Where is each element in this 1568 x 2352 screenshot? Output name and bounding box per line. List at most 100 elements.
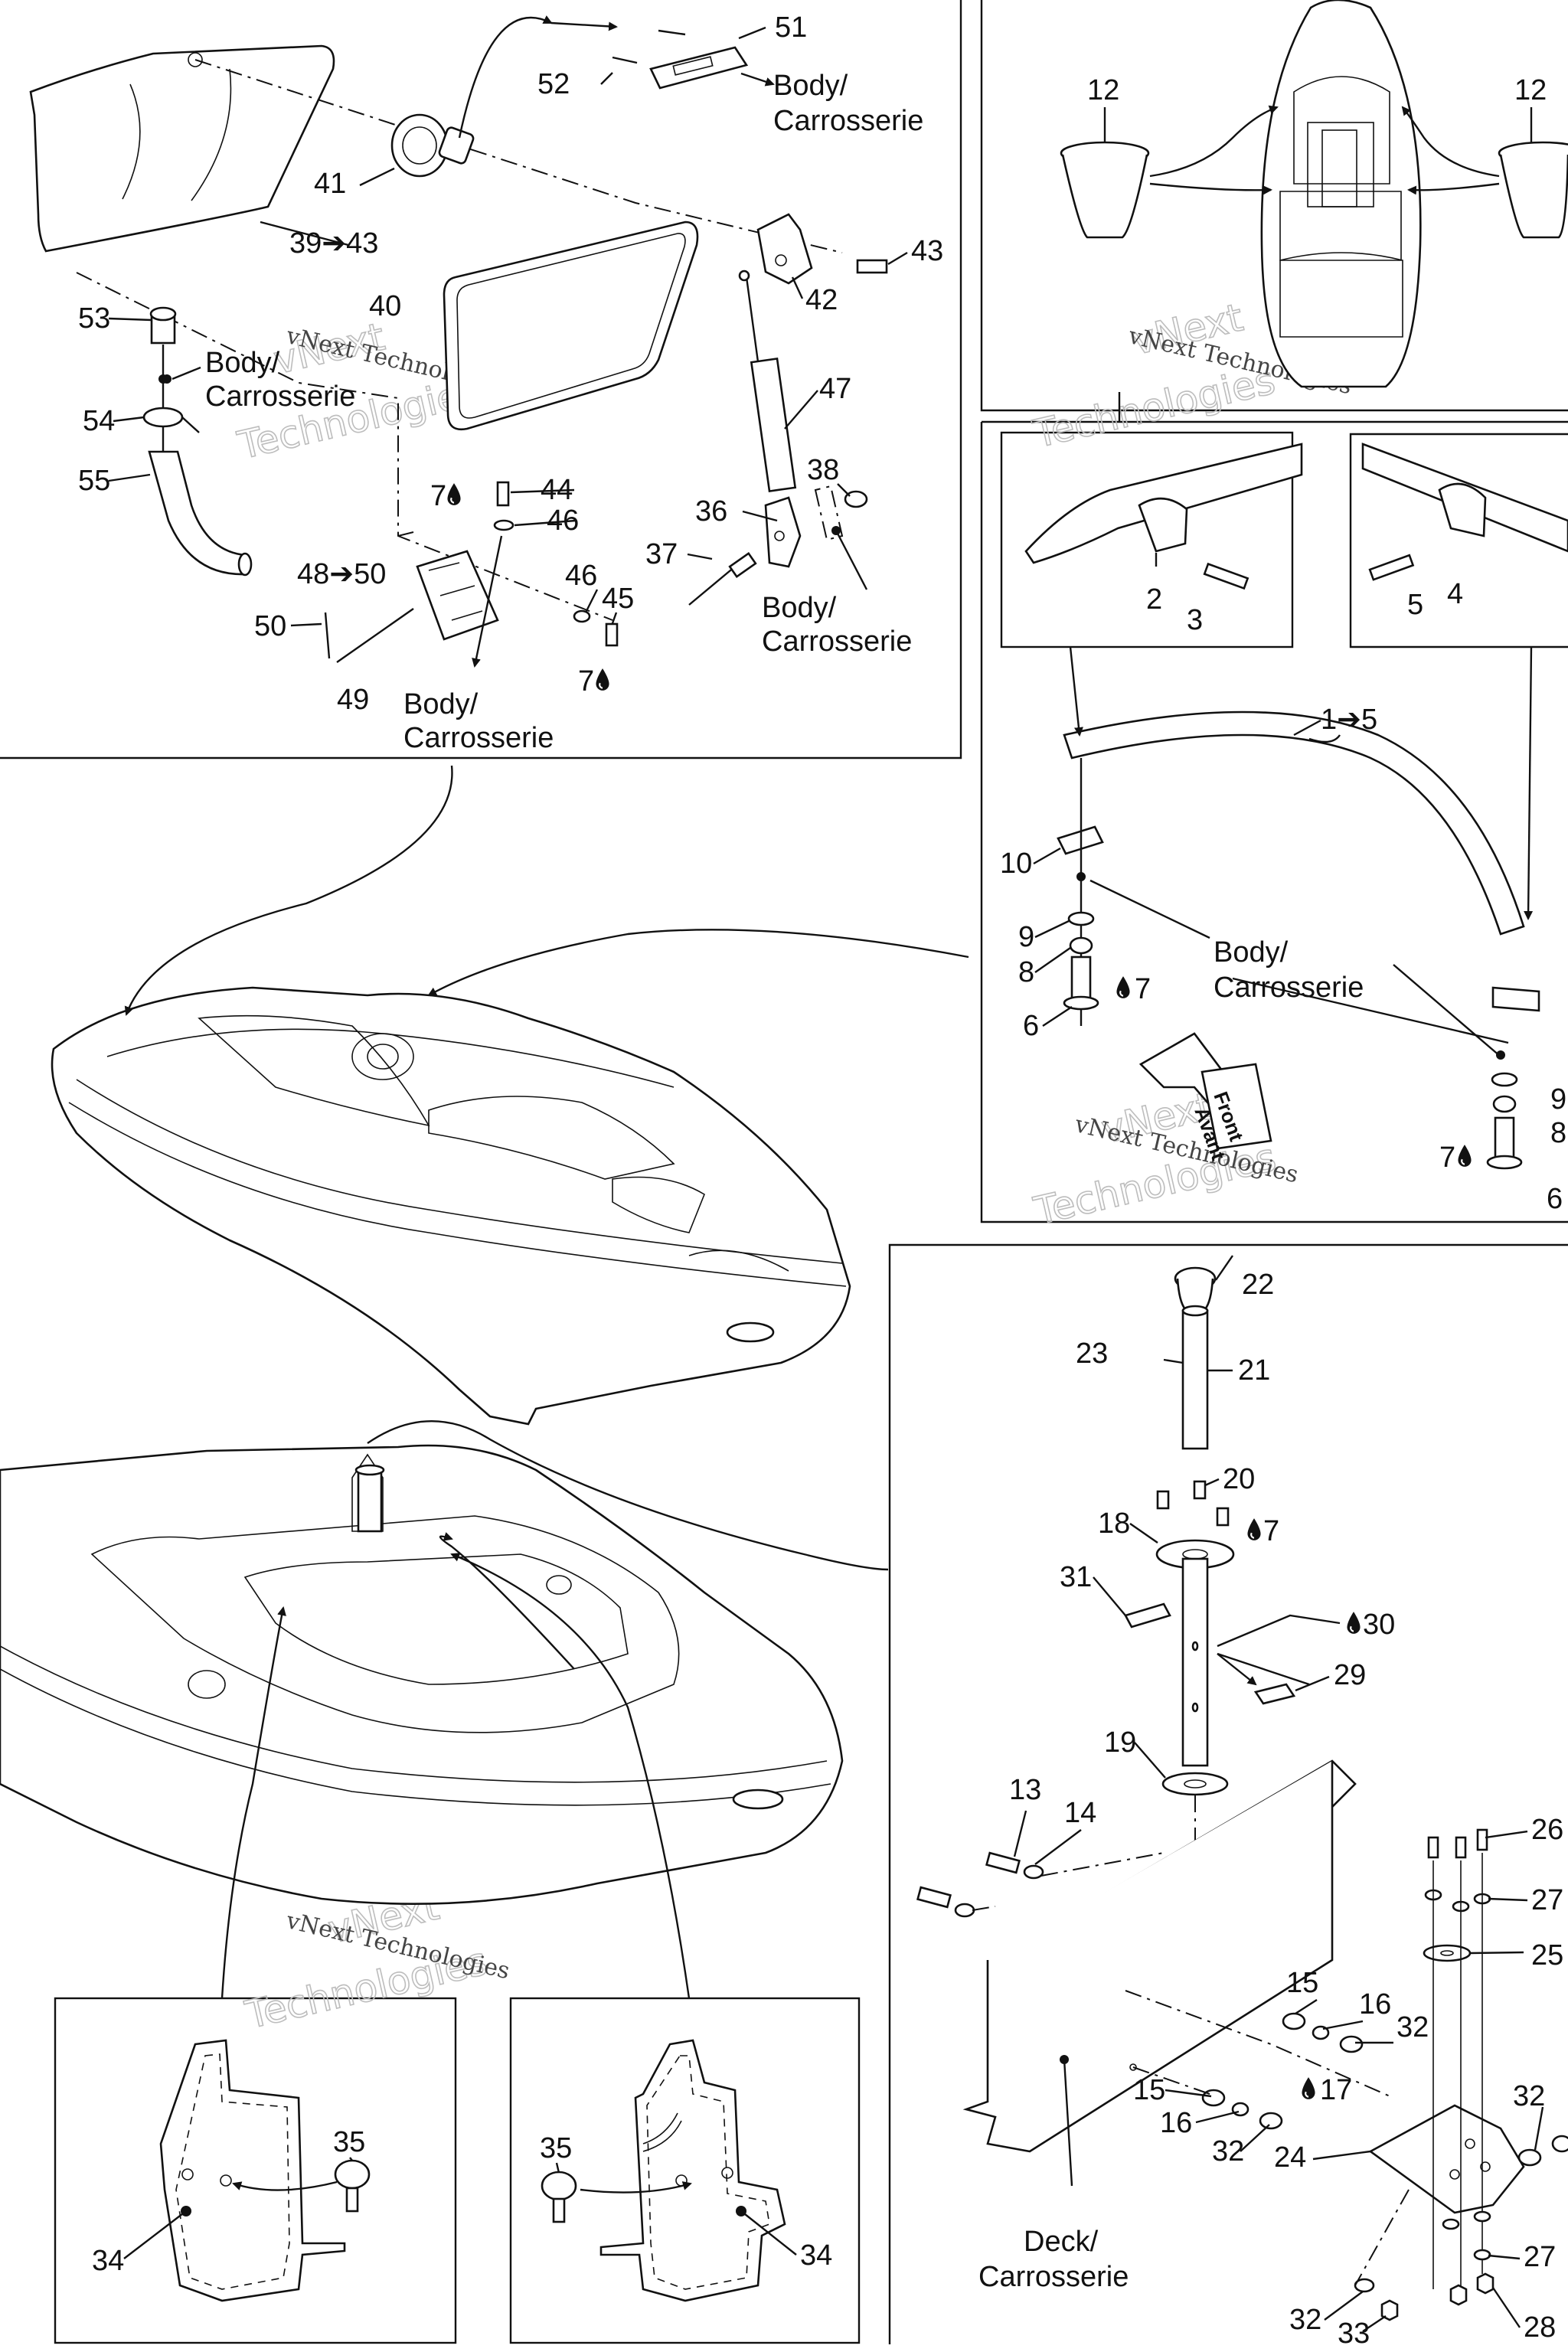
callout-16: 16: [1359, 1988, 1391, 2020]
adhesive-drop-icon: [1246, 1517, 1262, 1541]
callout-53: 53: [78, 302, 110, 335]
callout-42: 42: [805, 284, 838, 316]
adhesive-drop-icon: [1116, 975, 1131, 999]
callout-48-50: 48➔50: [297, 558, 386, 590]
callout-36: 36: [695, 495, 727, 528]
callout-20: 20: [1223, 1463, 1255, 1495]
callout-22: 22: [1242, 1269, 1274, 1301]
callout-14: 14: [1064, 1797, 1096, 1829]
callout-2: 2: [1146, 583, 1162, 616]
note-body: Body/: [762, 592, 837, 624]
callout-32: 32: [1212, 2135, 1244, 2167]
callout-49: 49: [337, 684, 369, 716]
callout-35: 35: [333, 2126, 365, 2158]
callout-41: 41: [314, 168, 346, 200]
note-carrosserie: Carrosserie: [773, 105, 923, 137]
callout-45: 45: [602, 583, 634, 615]
callout-7: 7: [1263, 1515, 1279, 1547]
callout-34: 34: [92, 2245, 124, 2277]
callout-3: 3: [1187, 604, 1203, 636]
callout-12: 12: [1514, 74, 1547, 106]
callout-54: 54: [83, 405, 115, 437]
callout-52: 52: [537, 68, 570, 100]
grab-handle-assembly: Front Avant: [1024, 443, 1568, 1170]
callout-7: 7: [1135, 973, 1151, 1005]
cup-holder-assembly: [1060, 0, 1568, 388]
callout-7: 7: [430, 480, 446, 512]
hatch-cover-assembly: [29, 15, 888, 668]
ski-pylon-assembly: [916, 1266, 1568, 2321]
note-carrosserie: Carrosserie: [978, 2261, 1129, 2293]
note-body: Body/: [205, 347, 280, 379]
callout-7: 7: [1439, 1142, 1455, 1174]
boat-illustration-main: [51, 765, 1509, 1426]
inset-left: [159, 2039, 371, 2302]
boat-illustration-rear: [0, 1420, 889, 1999]
callout-32: 32: [1513, 2080, 1545, 2112]
note-deck: Deck/: [1024, 2226, 1099, 2258]
adhesive-drop-icon: [446, 482, 462, 506]
callout-9: 9: [1018, 921, 1034, 953]
callout-21: 21: [1238, 1354, 1270, 1387]
callout-47: 47: [819, 373, 851, 405]
adhesive-drop-icon: [1301, 2076, 1316, 2100]
callout-30: 30: [1363, 1609, 1395, 1641]
callout-32: 32: [1289, 2304, 1321, 2336]
callout-8: 8: [1550, 1117, 1566, 1149]
callout-5: 5: [1407, 589, 1423, 621]
callout-26: 26: [1531, 1814, 1563, 1846]
note-body: Body/: [403, 688, 479, 720]
callout-27: 27: [1524, 2241, 1556, 2273]
callout-19: 19: [1104, 1726, 1136, 1759]
callout-38: 38: [807, 454, 839, 486]
callout-1-5: 1➔5: [1321, 704, 1377, 736]
callout-24: 24: [1274, 2141, 1306, 2174]
callout-23: 23: [1076, 1338, 1108, 1370]
callout-31: 31: [1060, 1561, 1092, 1593]
callout-28: 28: [1524, 2311, 1556, 2344]
leader-lines: [108, 26, 1544, 2332]
callout-40: 40: [369, 290, 401, 322]
callout-43: 43: [911, 235, 943, 267]
note-carrosserie: Carrosserie: [1214, 972, 1364, 1004]
gasket: [443, 220, 699, 431]
adhesive-drop-icon: [1457, 1144, 1472, 1168]
callout-51: 51: [775, 11, 807, 44]
callout-17: 17: [1320, 2074, 1352, 2106]
note-body: Body/: [773, 70, 848, 102]
callout-9: 9: [1550, 1083, 1566, 1116]
callout-8: 8: [1018, 956, 1034, 988]
callout-labels: 1➔5 2 3 4 5 6 6 7 7 7 7 7 8 8 9 9 10 12 …: [78, 11, 1566, 2350]
callout-46: 46: [565, 560, 597, 592]
callout-32: 32: [1396, 2011, 1429, 2043]
callout-7: 7: [578, 665, 594, 697]
callout-55: 55: [78, 465, 110, 497]
callout-34: 34: [800, 2239, 832, 2272]
callout-15: 15: [1286, 1967, 1318, 1999]
callout-33: 33: [1338, 2318, 1370, 2350]
callout-35: 35: [540, 2132, 572, 2164]
inset-right: [541, 2039, 786, 2302]
callout-4: 4: [1447, 578, 1463, 610]
callout-27: 27: [1531, 1884, 1563, 1916]
callout-50: 50: [254, 610, 286, 642]
note-carrosserie: Carrosserie: [403, 722, 554, 754]
callout-37: 37: [645, 538, 678, 570]
callout-29: 29: [1334, 1659, 1366, 1691]
adhesive-drop-icon: [1346, 1611, 1361, 1635]
callout-6: 6: [1547, 1183, 1563, 1215]
note-carrosserie: Carrosserie: [205, 381, 355, 413]
boat-top-view: [1260, 0, 1422, 388]
assembly-notes: Body/ Carrosserie Body/ Carrosserie Body…: [162, 70, 1364, 2293]
adhesive-drop-icon: [595, 668, 610, 691]
callout-18: 18: [1098, 1508, 1130, 1540]
callout-25: 25: [1531, 1939, 1563, 1971]
note-body: Body/: [1214, 936, 1289, 969]
callout-6: 6: [1023, 1010, 1039, 1042]
callout-16: 16: [1160, 2107, 1192, 2139]
hatch-cover: [29, 44, 335, 253]
callout-13: 13: [1009, 1774, 1041, 1806]
callout-15: 15: [1133, 2074, 1165, 2106]
